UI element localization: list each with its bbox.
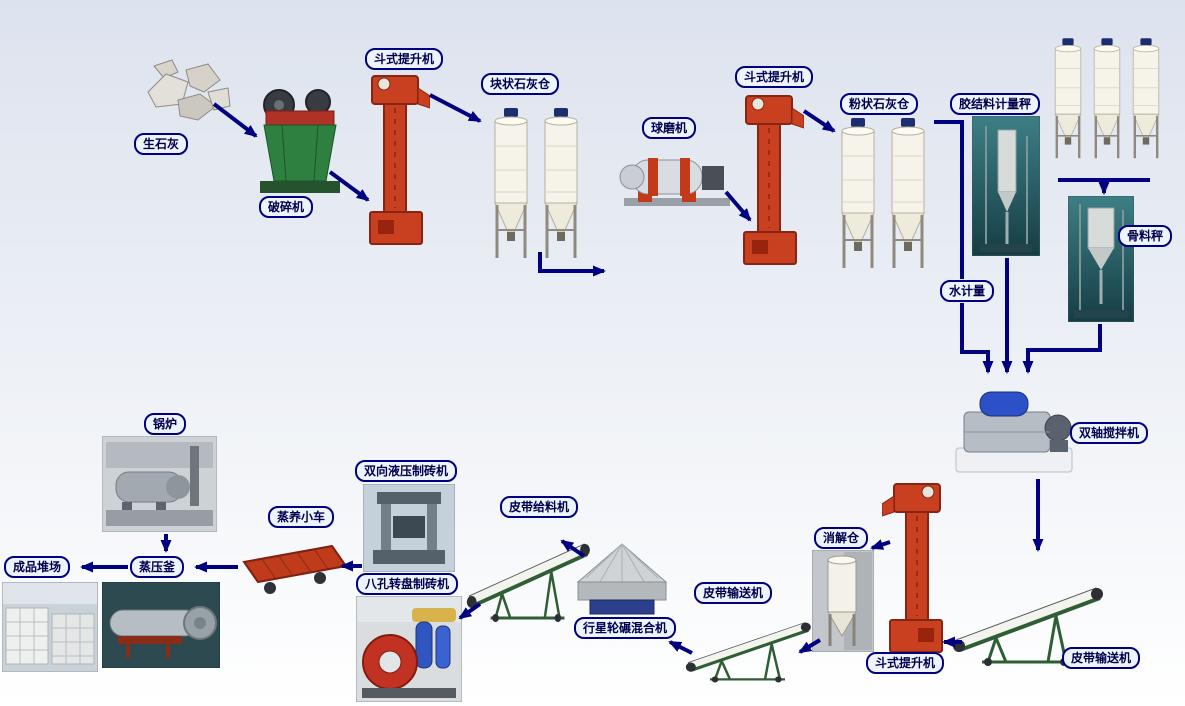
crusher-image: [252, 85, 347, 197]
label-aggregate-scale: 骨料秤: [1118, 225, 1173, 247]
quicklime-rocks-image: [138, 52, 233, 127]
arrow-elevator1-to-lump-silo: [429, 93, 482, 123]
label-bucket-elevator-3: 斗式提升机: [866, 652, 945, 674]
label-finished-product-yard: 成品堆场: [4, 556, 71, 578]
arrow-elevator2-to-powder-silo: [802, 109, 836, 133]
belt-conveyor-mid-image: [685, 598, 815, 684]
digestion-silo-image: [812, 550, 874, 652]
line-powder-silo-to-water: [934, 120, 964, 279]
label-two-way-hydraulic-brick-machine: 双向液压制砖机: [355, 460, 458, 482]
autoclave-image: [102, 582, 220, 668]
label-ball-mill: 球磨机: [642, 117, 697, 139]
label-binder-metering-scale: 胶结料计量秤: [950, 93, 1041, 115]
bucket-elevator-1-image: [362, 70, 430, 248]
hydraulic-brick-machine-image: [363, 484, 455, 572]
arrow-water-to-mixer: [960, 303, 994, 374]
label-belt-conveyor-right: 皮带输送机: [1062, 647, 1141, 669]
label-planetary-wheel-mixer: 行星轮碾混合机: [574, 617, 677, 639]
twin-shaft-mixer-image: [950, 382, 1078, 477]
label-autoclave: 蒸压釜: [130, 556, 185, 578]
binder-metering-scale-image: [972, 116, 1040, 256]
belt-feeder-image: [466, 512, 594, 624]
label-twin-shaft-mixer: 双轴搅拌机: [1070, 422, 1149, 444]
aggregate-silos-image: [1048, 22, 1166, 180]
rotary-brick-machine-image: [356, 596, 462, 702]
label-bucket-elevator-1: 斗式提升机: [365, 48, 444, 70]
label-water-metering: 水计量: [940, 280, 995, 302]
label-eight-hole-rotary-brick-machine: 八孔转盘制砖机: [356, 573, 459, 595]
planetary-wheel-mixer-image: [572, 542, 672, 618]
label-lump-lime-silo: 块状石灰仓: [481, 73, 560, 95]
label-belt-feeder: 皮带给料机: [500, 496, 579, 518]
label-powder-lime-silo: 粉状石灰仓: [840, 93, 919, 115]
label-crusher: 破碎机: [259, 196, 314, 218]
bucket-elevator-3-image: [882, 478, 950, 656]
label-bucket-elevator-2: 斗式提升机: [735, 66, 814, 88]
aggregate-scale-image: [1068, 196, 1134, 322]
arrow-aggregate-scale-to-mixer: [1022, 324, 1102, 374]
boiler-image: [102, 436, 217, 532]
lump-lime-silos-image: [486, 108, 586, 265]
bucket-elevator-2-image: [736, 90, 804, 268]
label-steam-curing-trolley: 蒸养小车: [268, 506, 335, 528]
label-belt-conveyor-mid: 皮带输送机: [694, 582, 773, 604]
powder-lime-silos-image: [833, 118, 933, 275]
ball-mill-image: [618, 140, 736, 212]
label-digestion-silo: 消解仓: [814, 527, 869, 549]
label-boiler: 锅炉: [144, 413, 187, 435]
finished-product-yard-image: [2, 582, 98, 672]
label-quicklime: 生石灰: [134, 133, 189, 155]
steam-curing-trolley-image: [240, 536, 350, 600]
